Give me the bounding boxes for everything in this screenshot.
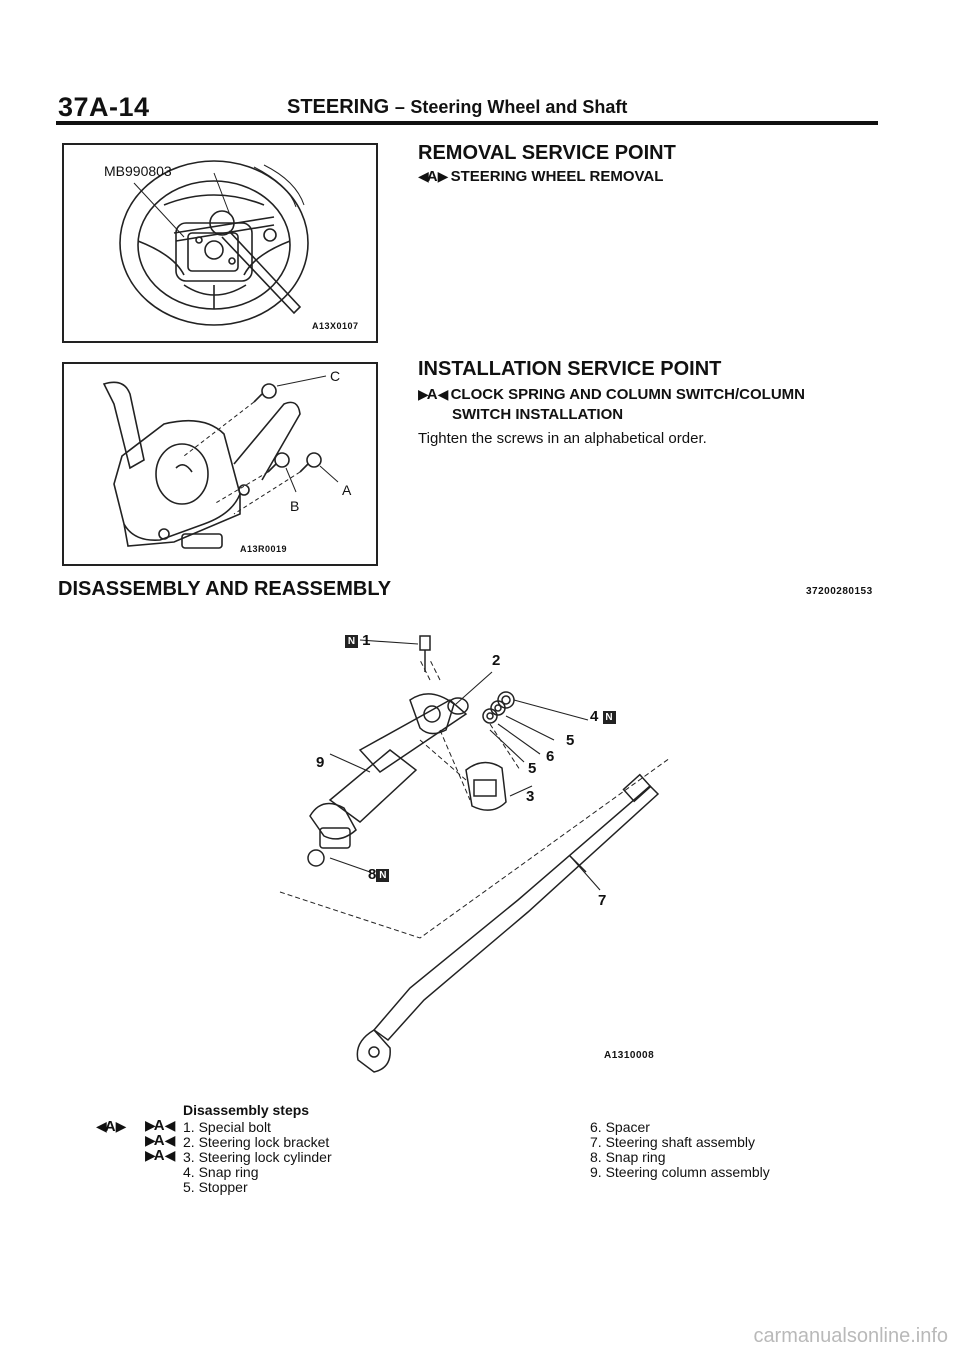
installation-item-line2: SWITCH INSTALLATION [452,406,624,423]
header-dash: – [394,97,405,117]
installation-instruction: Tighten the screws in an alphabetical or… [418,430,707,447]
list-item: 2. Steering lock bracket [183,1134,330,1150]
new-part-badge: N [345,634,358,648]
tool-label: MB990803 [104,163,172,179]
exploded-view-illustration [279,635,671,1073]
header-section: STEERING [287,96,390,118]
installation-heading: INSTALLATION SERVICE POINT [418,358,722,380]
figure-code-wheel: A13X0107 [312,321,359,331]
step-marker-right-icon: ▶ [115,1118,127,1134]
removal-marker-right-icon: ▶ [437,168,449,184]
steps-left-column: 1. Special bolt 2. Steering lock bracket… [183,1120,332,1195]
callout-4: 4 N [590,708,616,725]
disassembly-heading: DISASSEMBLY AND REASSEMBLY [58,578,392,600]
list-item: 8. Snap ring [590,1149,666,1165]
document-code: 37200280153 [806,586,873,597]
list-item: 9. Steering column assembly [590,1164,770,1180]
callout-5: 5 [528,760,537,777]
new-part-badge: N [602,710,616,724]
figure-code-exploded: A1310008 [604,1050,655,1061]
header-subsection: Steering Wheel and Shaft [410,97,628,117]
list-item: 7. Steering shaft assembly [590,1134,755,1150]
header-title: STEERING – Steering Wheel and Shaft [287,96,627,119]
installation-item-text-1: CLOCK SPRING AND COLUMN SWITCH/COLUMN [450,386,805,403]
list-item: 5. Stopper [183,1179,248,1195]
screw-label-a: A [342,482,352,498]
callout-7: 7 [598,892,607,909]
installation-item-line1: ▶A◀ CLOCK SPRING AND COLUMN SWITCH/COLUM… [418,386,805,403]
clock-spring-illustration [102,375,339,549]
install-markers: ▶A◀ ▶A◀ ▶A◀ [145,1117,175,1164]
callout-2: 2 [492,652,501,669]
callout-3: 3 [526,788,535,805]
list-item: 6. Spacer [590,1119,650,1135]
install-marker: A [426,386,438,403]
list-item: 1. Special bolt [183,1119,271,1135]
removal-item: ◀A▶ STEERING WHEEL REMOVAL [418,168,663,185]
figure-code-clock: A13R0019 [240,544,288,554]
list-item: 3. Steering lock cylinder [183,1149,332,1165]
callout-1: N 1 [345,632,371,649]
step-marker-left-icon: ◀ [96,1118,107,1134]
removal-heading: REMOVAL SERVICE POINT [418,142,676,164]
watermark: carmanualsonline.info [753,1325,948,1347]
steering-wheel-figure: MB990803 A13X0107 [62,143,378,343]
list-item: 4. Snap ring [183,1164,259,1180]
removal-item-text: STEERING WHEEL REMOVAL [450,168,664,185]
page-number: 37A-14 [58,92,150,122]
steering-wheel-illustration [119,160,309,326]
removal-marker-left-icon: ◀ [418,168,429,184]
install-marker-step1: ▶A◀ [145,1117,175,1134]
callout-9: 9 [316,754,325,771]
header-rule [56,121,878,125]
steps-title: Disassembly steps [183,1102,310,1118]
new-part-badge: N [376,868,390,882]
install-marker-left-icon: ◀ [437,386,449,402]
screw-label-c: C [330,368,341,384]
install-marker-step2: ▶A◀ [145,1132,175,1149]
removal-marker: A [426,168,438,185]
install-marker-step3: ▶A◀ [145,1147,175,1164]
clock-spring-figure: C A B A13R0019 [62,362,378,566]
removal-marker-step1: ◀A▶ [96,1118,127,1135]
screw-label-b: B [290,498,300,514]
callout-6: 6 [546,748,555,765]
steps-right-column: 6. Spacer 7. Steering shaft assembly 8. … [590,1120,770,1180]
install-marker-right-icon: ▶ [418,386,429,402]
callout-5-stopper: 5 [566,732,575,749]
